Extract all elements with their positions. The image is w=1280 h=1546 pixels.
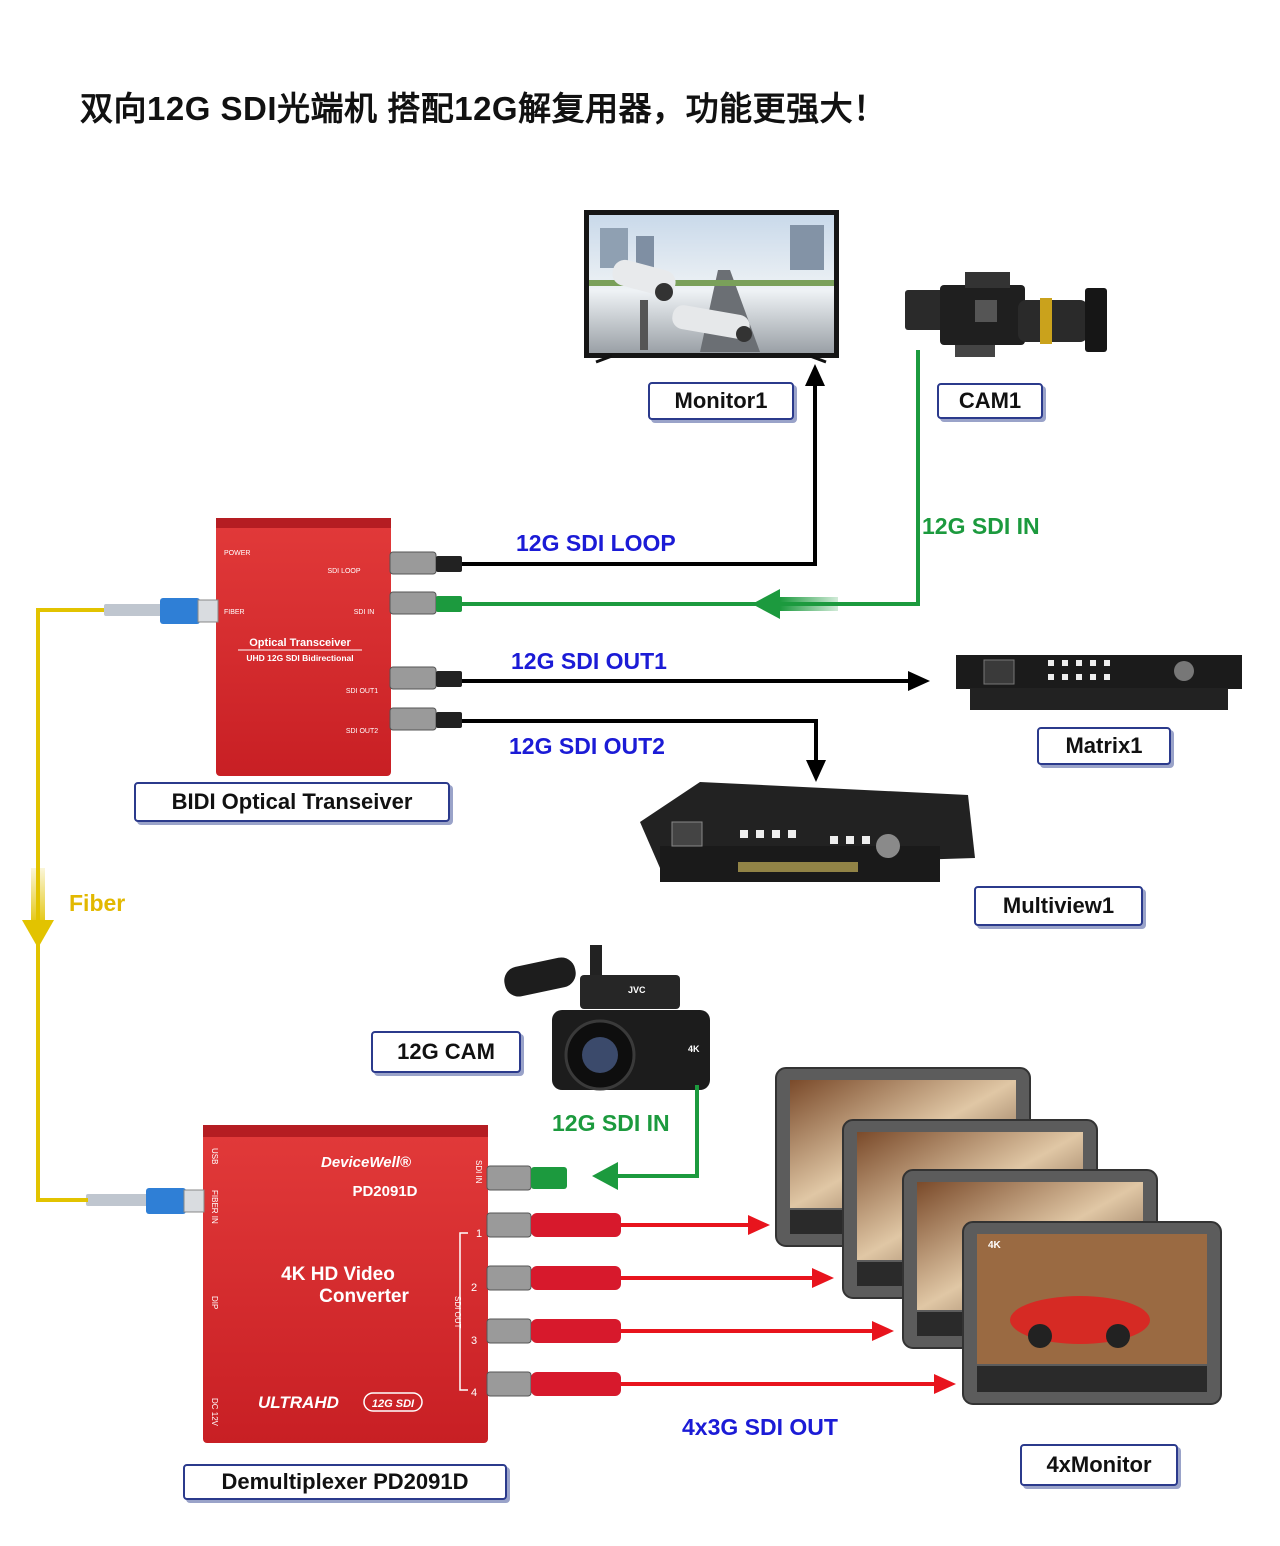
sdi-loop-arrowhead (805, 364, 825, 386)
transceiver-bnc-connectors (389, 551, 462, 731)
demux-model: PD2091D (352, 1183, 417, 1200)
matrix1-device (956, 655, 1242, 710)
monitor-stack: 4K (775, 1067, 1222, 1405)
demux-dc-label: DC 12V (210, 1398, 219, 1427)
demux-port-3: 3 (471, 1335, 477, 1347)
monitor1-device (584, 210, 839, 364)
monitor-d: 4K (962, 1221, 1222, 1405)
monitor-4k-badge: 4K (988, 1240, 1002, 1251)
demux-port-4: 4 (471, 1387, 477, 1399)
demux-line2: Converter (319, 1286, 409, 1307)
transceiver-subtitle: UHD 12G SDI Bidirectional (246, 653, 353, 663)
bidi-transceiver-label: BIDI Optical Transeiver (134, 782, 450, 822)
sdi-in-top-label: 12G SDI IN (922, 513, 1040, 539)
demux-port-2: 2 (471, 1282, 477, 1294)
demux-sdi-in-label: SDI IN (474, 1160, 483, 1184)
transceiver-sdi-in-label: SDI IN (354, 609, 375, 616)
sdi-loop-line (462, 376, 820, 566)
sdi-out-red-lines (621, 1215, 956, 1394)
sdi-loop-label: 12G SDI LOOP (516, 530, 676, 556)
camcorder-4k-badge: 4K (688, 1044, 700, 1054)
matrix1-label: Matrix1 (1037, 727, 1171, 765)
monitor1-label: Monitor1 (648, 382, 794, 420)
demux-line1: 4K HD Video (281, 1264, 395, 1285)
sdi-in-top-arrowhead (752, 589, 780, 619)
fiber-arrowhead (22, 920, 54, 948)
demultiplexer-label: Demultiplexer PD2091D (183, 1464, 507, 1500)
multiview1-device (640, 782, 975, 882)
sdi-4x3g-out-label: 4x3G SDI OUT (682, 1414, 838, 1440)
demux-sdi-out-label: SDI OUT (453, 1296, 462, 1329)
demux-fiber-connector (86, 1188, 205, 1214)
transceiver-sdi-out2-label: SDI OUT2 (346, 728, 378, 735)
transceiver-name: Optical Transceiver (249, 637, 351, 649)
sdi-in-bottom-arrowhead (592, 1162, 618, 1190)
demux-usb-label: USB (210, 1148, 219, 1164)
demux-bnc-connectors (486, 1165, 621, 1397)
4x-monitor-label: 4xMonitor (1020, 1444, 1178, 1486)
sdi-in-bottom-line (608, 1085, 699, 1178)
transceiver-power-label: POWER (224, 550, 250, 557)
cam1-label: CAM1 (937, 383, 1043, 419)
demux-port-1: 1 (476, 1228, 482, 1240)
page-title: 双向12G SDI光端机 搭配12G解复用器，功能更强大！ (80, 90, 887, 127)
sdi-out1-label: 12G SDI OUT1 (511, 648, 667, 674)
demux-dip-label: DIP (210, 1296, 219, 1309)
demux-badge-text: ULTRAHD (258, 1393, 339, 1412)
demux-badge-pill: 12G SDI (372, 1398, 415, 1410)
transceiver-fiber-label: FIBER (224, 609, 245, 616)
cam1-device (905, 272, 1107, 357)
sdi-out2-label: 12G SDI OUT2 (509, 733, 665, 759)
bidi-transceiver-device: POWER FIBER SDI LOOP SDI IN Optical Tran… (216, 518, 391, 776)
12g-cam-label: 12G CAM (371, 1031, 521, 1073)
sdi-out1-arrowhead (908, 671, 930, 691)
fiber-label: Fiber (69, 890, 126, 916)
transceiver-sdi-out1-label: SDI OUT1 (346, 688, 378, 695)
sdi-in-bottom-label: 12G SDI IN (552, 1110, 670, 1136)
demux-device: DeviceWell® PD2091D 4K HD Video Converte… (203, 1125, 488, 1443)
sdi-out2-arrowhead (806, 760, 826, 782)
demux-fiber-in-label: FIBER IN (210, 1190, 219, 1224)
multiview1-label: Multiview1 (974, 886, 1143, 926)
sdi-out2-line (462, 719, 818, 764)
camcorder-device: JVC 4K (504, 945, 710, 1091)
transceiver-sdi-loop-label: SDI LOOP (327, 568, 360, 575)
transceiver-fiber-connector (104, 598, 219, 624)
demux-brand: DeviceWell® (321, 1154, 412, 1171)
camcorder-brand: JVC (628, 985, 646, 995)
